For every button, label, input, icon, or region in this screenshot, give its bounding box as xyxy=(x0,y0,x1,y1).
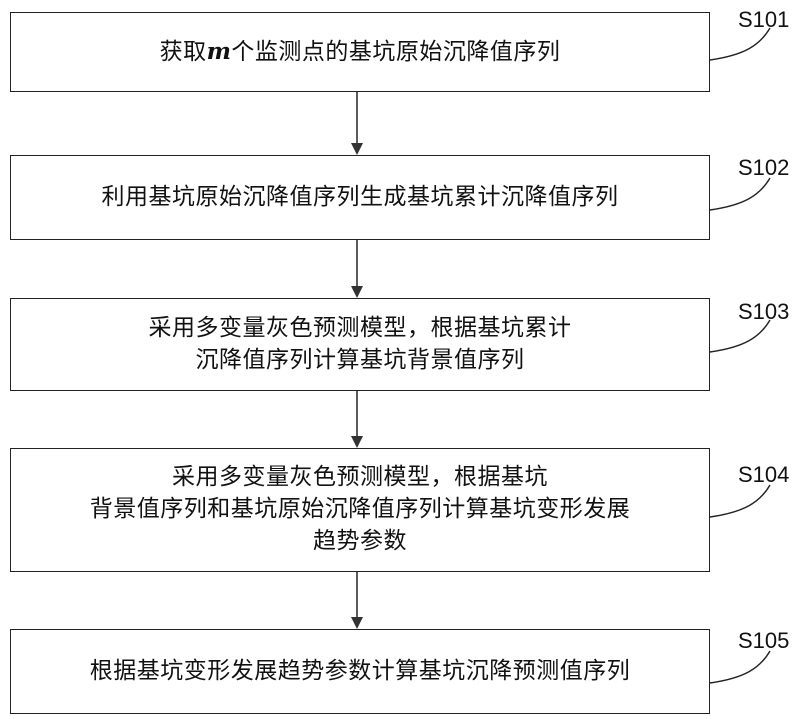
step-box-s102: 利用基坑原始沉降值序列生成基坑累计沉降值序列 xyxy=(10,155,710,240)
step-line: 趋势参数 xyxy=(90,526,631,558)
step-box-s105: 根据基坑变形发展趋势参数计算基坑沉降预测值序列 xyxy=(10,629,710,714)
step-box-s103: 采用多变量灰色预测模型，根据基坑累计 沉降值序列计算基坑背景值序列 xyxy=(10,298,710,391)
arrowhead-s101-s102 xyxy=(351,143,363,155)
step-id-s105: S105 xyxy=(738,628,789,654)
step-text-variable: m xyxy=(207,38,232,65)
step-line: 背景值序列和基坑原始沉降值序列计算基坑变形发展 xyxy=(90,494,631,526)
step-line: 利用基坑原始沉降值序列生成基坑累计沉降值序列 xyxy=(102,182,619,214)
step-box-s104: 采用多变量灰色预测模型，根据基坑 背景值序列和基坑原始沉降值序列计算基坑变形发展… xyxy=(10,448,710,572)
step-line: 采用多变量灰色预测模型，根据基坑累计 xyxy=(149,313,572,345)
step-text-fragment: 获取 xyxy=(160,39,207,65)
leader-s105 xyxy=(710,651,770,683)
step-text-s105: 根据基坑变形发展趋势参数计算基坑沉降预测值序列 xyxy=(90,656,631,688)
arrowhead-s104-s105 xyxy=(351,617,363,629)
step-line: 采用多变量灰色预测模型，根据基坑 xyxy=(90,462,631,494)
step-id-s103: S103 xyxy=(738,299,789,325)
step-text-s104: 采用多变量灰色预测模型，根据基坑 背景值序列和基坑原始沉降值序列计算基坑变形发展… xyxy=(90,462,631,557)
leader-s104 xyxy=(710,485,770,517)
step-line: 沉降值序列计算基坑背景值序列 xyxy=(149,345,572,377)
arrowhead-s102-s103 xyxy=(351,286,363,298)
step-box-s101: 获取m个监测点的基坑原始沉降值序列 xyxy=(10,12,710,92)
leader-s102 xyxy=(710,178,770,210)
step-line: 获取m个监测点的基坑原始沉降值序列 xyxy=(160,36,561,69)
step-id-s102: S102 xyxy=(738,155,789,181)
step-line: 根据基坑变形发展趋势参数计算基坑沉降预测值序列 xyxy=(90,656,631,688)
step-id-s101: S101 xyxy=(738,7,789,33)
step-text-s102: 利用基坑原始沉降值序列生成基坑累计沉降值序列 xyxy=(102,182,619,214)
step-text-s103: 采用多变量灰色预测模型，根据基坑累计 沉降值序列计算基坑背景值序列 xyxy=(149,313,572,376)
step-text-s101: 获取m个监测点的基坑原始沉降值序列 xyxy=(160,36,561,69)
step-id-s104: S104 xyxy=(738,462,789,488)
step-text-fragment: 个监测点的基坑原始沉降值序列 xyxy=(231,39,560,65)
arrowhead-s103-s104 xyxy=(351,436,363,448)
